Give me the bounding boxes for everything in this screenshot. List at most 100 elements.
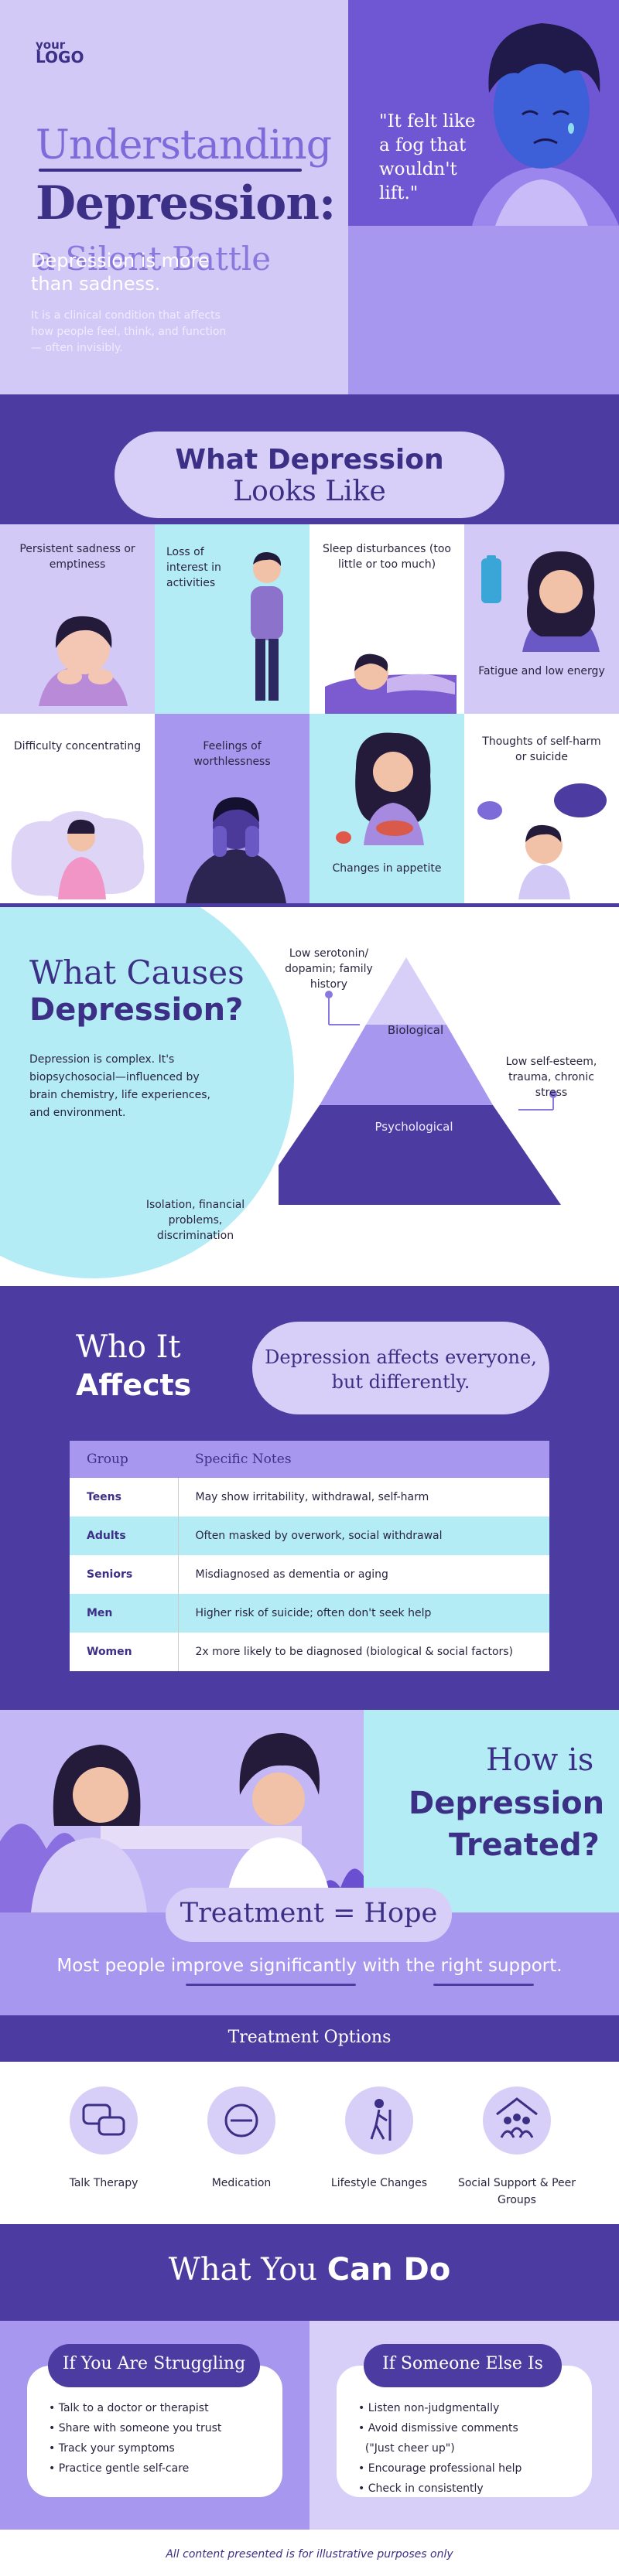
woman-with-bowl-icon <box>336 732 431 845</box>
note-biological: Low serotonin/ dopamin; family history <box>285 947 373 991</box>
worried-boy-icon <box>477 783 607 899</box>
option-label: Talk Therapy <box>69 2177 139 2189</box>
hiker-icon <box>345 2086 413 2155</box>
therapy-scene-illustration <box>0 1710 364 1912</box>
looks-heading-light: Looks Like <box>233 476 386 507</box>
biopsychosocial-pyramid <box>279 957 561 1205</box>
treated-subtitle: Most people improve significantly with t… <box>56 1956 563 1976</box>
looks-like-heading: What Depression Looks Like <box>115 432 504 518</box>
treated-section: How is Depression Treated? Treatment = H… <box>0 1710 619 2015</box>
treatment-hope-pill: Treatment = Hope <box>166 1888 452 1942</box>
struggling-card: • Talk to a doctor or therapist • Share … <box>27 2366 282 2497</box>
looks-like-section: What Depression Looks Like Persistent sa… <box>0 394 619 907</box>
treated-heading-panel <box>364 1710 619 1912</box>
causes-section: What Causes Depression? Depression is co… <box>0 907 619 1286</box>
symptom-card-interest: Loss of interest in activities <box>155 524 310 714</box>
symptom-label: Changes in appetite <box>332 862 442 875</box>
sad-girl-icon <box>39 616 128 706</box>
option-talk-therapy: Talk Therapy <box>34 2086 173 2192</box>
symptom-label: Difficulty concentrating <box>13 740 142 752</box>
symptom-card-concentrating: Difficulty concentrating <box>0 714 155 903</box>
table-header: Group Specific Notes <box>70 1441 549 1478</box>
option-label: Medication <box>211 2177 272 2189</box>
option-lifestyle: Lifestyle Changes <box>310 2086 449 2192</box>
pyramid-label-social: Social <box>388 1215 424 1229</box>
pill-icon <box>207 2086 275 2155</box>
affects-heading-bold: Affects <box>76 1368 192 1402</box>
causes-heading-light: What Causes <box>29 954 245 991</box>
logo-line2: LOGO <box>36 48 84 67</box>
symptom-label: Persistent sadness or emptiness <box>19 543 135 571</box>
symptom-label: Feelings of worthlessness <box>193 740 271 768</box>
pyramid-label-biological: Biological <box>387 1023 444 1037</box>
col-group: Group <box>70 1441 178 1478</box>
hero-more-than-sadness: Depression is more than sadness. <box>31 250 210 295</box>
group-icon <box>483 2086 551 2155</box>
cell-note: Higher risk of suicide; often don't seek… <box>178 1594 549 1633</box>
symptom-card-worthlessness: Feelings of worthlessness <box>155 714 310 903</box>
list-item: • Track your symptoms <box>49 2442 175 2455</box>
can-do-heading-light: What You <box>168 2252 318 2288</box>
symptom-card-fatigue: Fatigue and low energy <box>464 524 619 714</box>
hero-quote: "It felt like a fog that wouldn't lift." <box>379 111 476 203</box>
cell-note: 2x more likely to be diagnosed (biologic… <box>178 1633 549 1671</box>
option-label: Social Support & Peer Groups <box>457 2177 576 2206</box>
list-item: • Encourage professional help <box>358 2462 522 2475</box>
symptom-label: Loss of interest in activities <box>166 546 221 589</box>
causes-heading-bold: Depression? <box>29 992 244 1028</box>
hero-clinical-text: It is a clinical condition that affects … <box>31 309 227 354</box>
list-item: • Check in consistently <box>358 2482 484 2495</box>
head-in-hands-icon <box>186 797 286 903</box>
symptom-label: Sleep disturbances (too little or too mu… <box>322 543 451 571</box>
note-psychological: Low self-esteem, trauma, chronic stress <box>505 1056 597 1099</box>
symptom-label: Thoughts of self-harm or suicide <box>482 735 601 763</box>
underline-strokes <box>186 1984 534 1986</box>
list-item: • Share with someone you trust <box>49 2422 222 2434</box>
can-do-heading-bold: Can Do <box>327 2252 451 2288</box>
someone-else-card: • Listen non-judgmentally • Avoid dismis… <box>337 2366 592 2497</box>
cell-group: Women <box>70 1633 179 1671</box>
cell-note: Often masked by overwork, social withdra… <box>178 1517 549 1555</box>
note-social: Isolation, financial problems, discrimin… <box>145 1199 245 1242</box>
cell-group: Teens <box>70 1478 179 1517</box>
symptom-card-sleep: Sleep disturbances (too little or too mu… <box>310 524 464 714</box>
standing-man-icon <box>251 551 283 701</box>
option-social-support: Social Support & Peer Groups <box>447 2086 587 2209</box>
hero-quote-panel: "It felt like a fog that wouldn't lift." <box>348 0 619 226</box>
option-label: Lifestyle Changes <box>330 2177 428 2189</box>
title-underline <box>39 169 302 172</box>
affects-section: Who It Affects Depression affects everyo… <box>0 1286 619 1710</box>
symptom-label: Fatigue and low energy <box>478 665 605 677</box>
someone-else-list: • Listen non-judgmentally • Avoid dismis… <box>358 2398 522 2499</box>
treated-heading-depression: Depression <box>409 1786 605 1821</box>
list-item: • Talk to a doctor or therapist <box>49 2402 209 2414</box>
cell-group: Adults <box>70 1517 179 1555</box>
cell-note: Misdiagnosed as dementia or aging <box>178 1555 549 1594</box>
title-line1: Understanding <box>36 122 332 169</box>
pyramid-label-psychological: Psychological <box>374 1120 453 1134</box>
cell-note: May show irritability, withdrawal, self-… <box>178 1478 549 1517</box>
cell-group: Seniors <box>70 1555 179 1594</box>
treated-heading-treated: Treated? <box>449 1827 600 1863</box>
affects-pill: Depression affects everyone, but differe… <box>252 1322 549 1414</box>
list-item: • Practice gentle self-care <box>49 2462 190 2475</box>
struggling-title: If You Are Struggling <box>48 2344 260 2387</box>
symptom-card-sadness: Persistent sadness or emptiness <box>0 524 155 714</box>
struggling-list: • Talk to a doctor or therapist • Share … <box>49 2398 221 2479</box>
treatment-options-heading: Treatment Options <box>0 2015 619 2062</box>
cell-group: Men <box>70 1594 179 1633</box>
title-line2: Depression: <box>36 176 336 230</box>
list-item: • Avoid dismissive comments <box>358 2422 518 2434</box>
symptom-card-self-harm: Thoughts of self-harm or suicide <box>464 714 619 903</box>
can-do-section: What You Can Do • Talk to a doctor or th… <box>0 2224 619 2576</box>
list-item: ("Just cheer up") <box>364 2442 455 2455</box>
col-notes: Specific Notes <box>178 1441 549 1478</box>
causes-text: Depression is complex. It's biopsychosoc… <box>29 1053 210 1119</box>
footer-disclaimer: All content presented is for illustrativ… <box>0 2530 619 2576</box>
